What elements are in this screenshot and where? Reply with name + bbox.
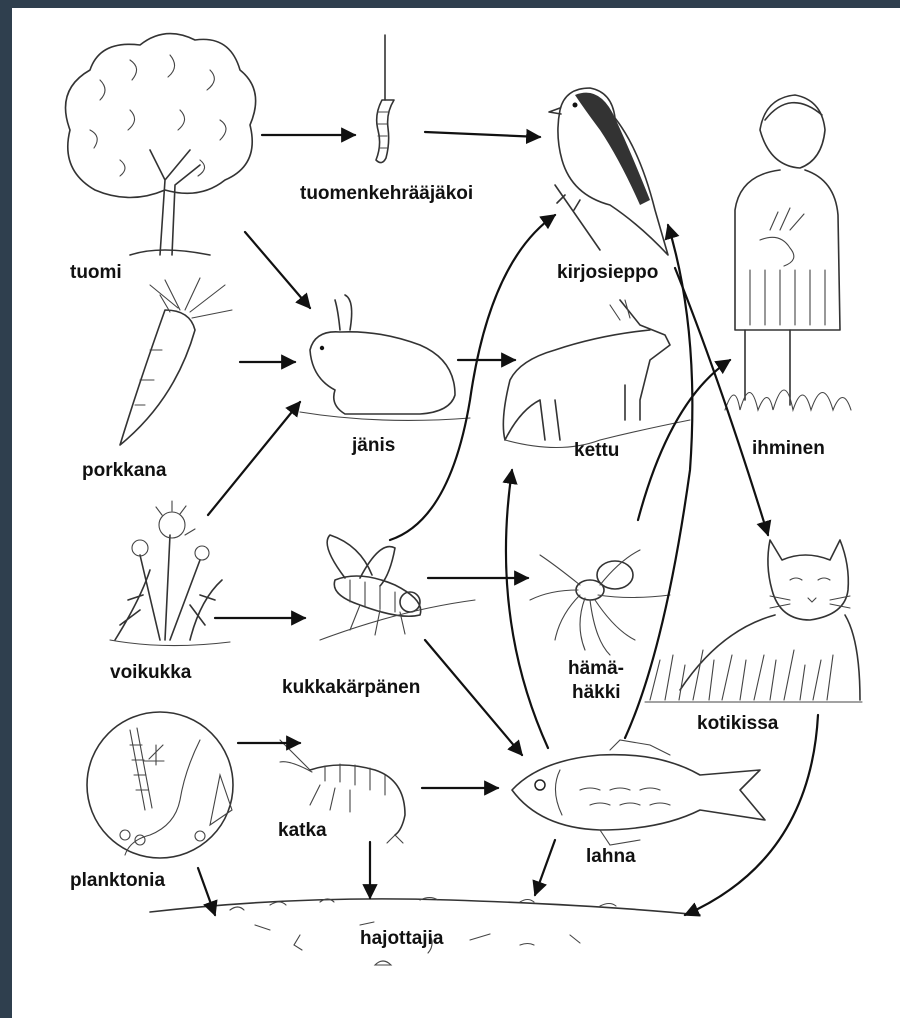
arrow-kukkakarpanen-to-lahna	[425, 640, 522, 755]
hare-drawing	[300, 295, 470, 420]
hoverfly-drawing	[320, 535, 475, 640]
bream-drawing	[512, 740, 765, 845]
label-janis: jänis	[352, 435, 395, 457]
arrow-hamahakki-to-ihminen	[638, 360, 730, 520]
label-hamahakki-line2: häkki	[572, 682, 621, 704]
label-porkkana: porkkana	[82, 460, 166, 482]
tree-drawing	[66, 34, 256, 255]
label-hamahakki-line1: hämä-	[568, 658, 624, 680]
arrow-tuomi-to-janis	[245, 232, 310, 308]
arrow-kotikissa-to-hajottajia	[685, 715, 818, 915]
plankton-drawing	[87, 712, 233, 858]
label-lahna: lahna	[586, 846, 636, 868]
fox-drawing	[503, 300, 690, 448]
label-voikukka: voikukka	[110, 662, 191, 684]
arrow-voikukka-to-janis	[208, 402, 300, 515]
label-planktonia: planktonia	[70, 870, 165, 892]
spider-drawing	[530, 550, 670, 655]
label-tuomi: tuomi	[70, 262, 122, 284]
larva-drawing	[376, 35, 394, 163]
label-kettu: kettu	[574, 440, 619, 462]
label-katka: katka	[278, 820, 327, 842]
label-kotikissa: kotikissa	[697, 713, 778, 735]
arrow-kukkakarpanen-to-kirjosieppo	[390, 215, 555, 540]
arrow-lahna-to-kettu	[506, 470, 548, 748]
arrow-koi-to-kirjosieppo	[425, 132, 540, 137]
arrow-lahna-to-hajottajia	[535, 840, 555, 895]
label-tuomenkehraajakoi: tuomenkehrääjäkoi	[300, 183, 473, 205]
label-kirjosieppo: kirjosieppo	[557, 262, 658, 284]
bird-drawing	[549, 88, 668, 255]
arrow-planktonia-to-hajottajia	[198, 868, 215, 915]
human-drawing	[725, 95, 851, 410]
label-hajottajia: hajottajia	[360, 928, 443, 950]
cat-drawing	[645, 540, 862, 702]
arrow-lahna-to-kirjosieppo	[625, 225, 692, 738]
label-kukkakarpanen: kukkakärpänen	[282, 677, 420, 699]
carrot-drawing	[120, 278, 232, 445]
feeding-arrows	[198, 132, 818, 915]
label-ihminen: ihminen	[752, 438, 825, 460]
dandelion-drawing	[110, 501, 230, 646]
